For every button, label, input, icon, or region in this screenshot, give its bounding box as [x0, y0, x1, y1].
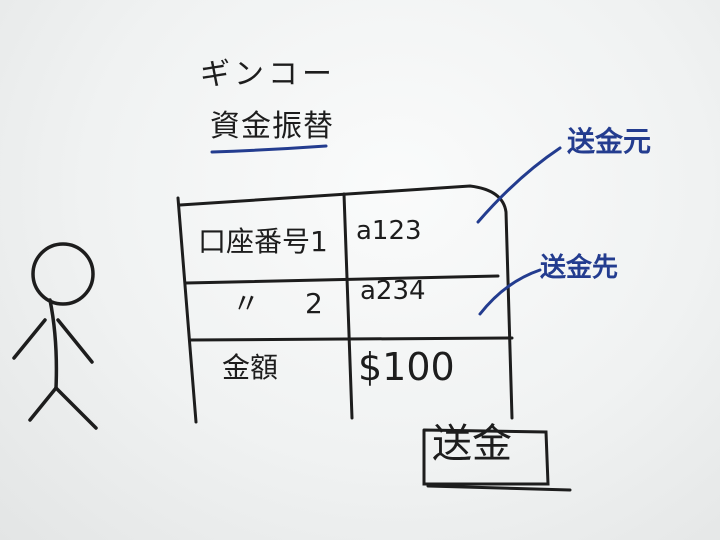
stick-figure-icon [12, 242, 98, 430]
screen-title: 資金振替 [210, 109, 334, 144]
annotation-lines [476, 146, 562, 316]
form-table-outline [176, 184, 514, 424]
menu-title: ギンコー [200, 57, 336, 92]
label-account-number-2: 2 [305, 287, 323, 320]
field-account-number-1[interactable]: a123 [356, 216, 422, 246]
field-account-number-2[interactable]: a234 [360, 276, 426, 306]
annotation-receiver: 送金先 [540, 253, 619, 283]
annotation-sender: 送金元 [567, 125, 652, 158]
send-button-outline [422, 428, 572, 492]
label-amount: 金額 [222, 351, 279, 384]
send-button[interactable]: 送金 [432, 421, 512, 467]
field-amount[interactable]: $100 [358, 345, 455, 389]
label-ditto-mark: 〃 [232, 287, 261, 320]
title-underline [210, 144, 328, 154]
label-account-number-1: 口座番号1 [198, 225, 328, 258]
